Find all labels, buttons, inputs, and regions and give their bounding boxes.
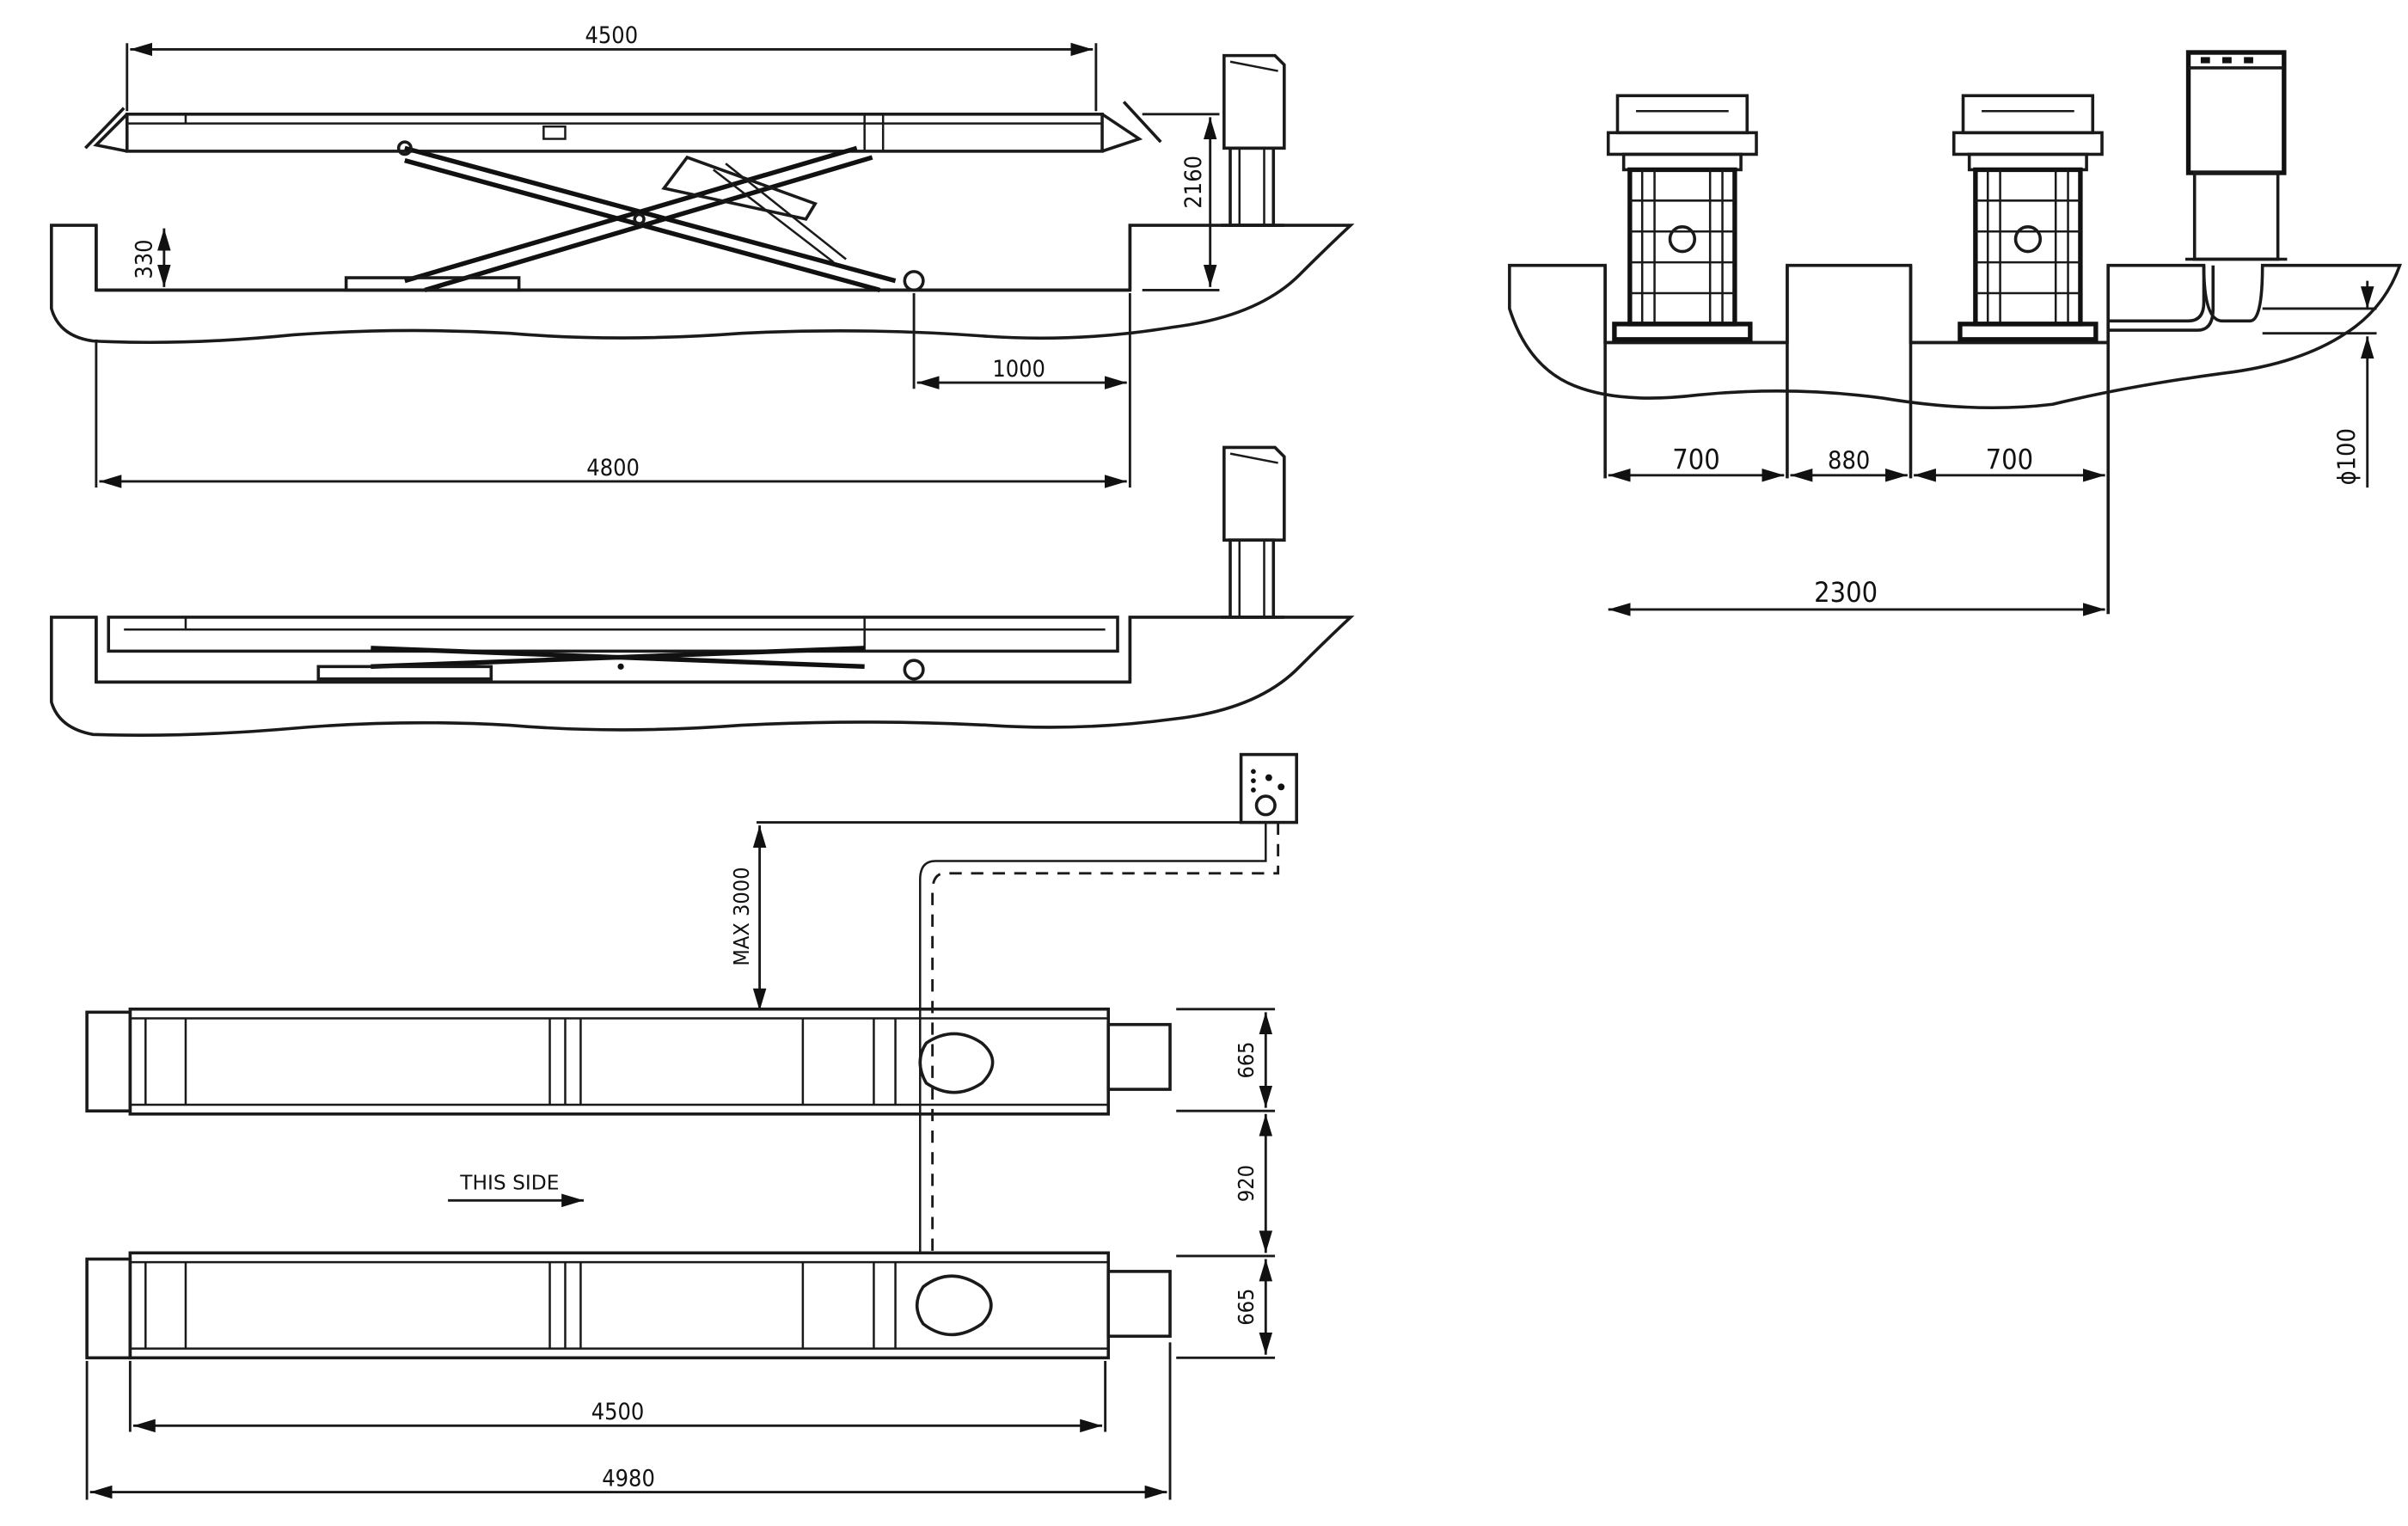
plan-view: MAX 3000 — [85, 752, 1298, 1500]
platform-lowered — [107, 616, 1119, 653]
dim-plan-platform-b: 665 — [1234, 1289, 1259, 1326]
scissor-arm-a — [404, 145, 897, 284]
lift-unit-right — [1952, 94, 2104, 342]
control-box-plan — [1239, 752, 1298, 824]
platform-b-plan — [85, 1251, 1172, 1360]
dim-front-pipe: ϕ100 — [2331, 428, 2361, 485]
ramp-right — [1101, 113, 1143, 153]
dim-side-height: 2160 — [1180, 156, 1207, 209]
pipe-route — [919, 822, 1267, 1253]
side-view-lowered — [50, 445, 1355, 737]
cable-outlet — [903, 270, 925, 292]
dim-plan-inner: 4500 — [591, 1399, 645, 1425]
control-console — [1221, 53, 1286, 227]
dim-side-top: 4500 — [585, 22, 639, 49]
control-box-front — [2184, 50, 2288, 261]
ground-section-lowered — [50, 616, 1355, 737]
front-view: 700 880 700 2300 ϕ100 — [1508, 50, 2402, 616]
control-console-lowered — [1221, 445, 1286, 619]
dim-side-cable: 1000 — [992, 356, 1045, 383]
dim-front-right: 700 — [1986, 444, 2033, 476]
platform-a-plan — [85, 1007, 1172, 1116]
ground-section-front — [1508, 263, 2402, 410]
dim-plan-platform-a: 665 — [1234, 1041, 1259, 1078]
dim-front-middle: 880 — [1828, 446, 1870, 475]
ramp-left — [93, 113, 129, 153]
dim-plan-outer: 4980 — [602, 1465, 655, 1492]
label-this-side: THIS SIDE — [459, 1171, 559, 1195]
hydraulic-cylinder — [661, 155, 818, 221]
side-view-raised: 4500 2160 330 1000 4800 — [50, 22, 1355, 488]
dim-side-pit: 330 — [131, 239, 157, 279]
dim-side-bottom: 4800 — [586, 455, 640, 481]
platform-top — [125, 113, 1104, 153]
base-frame — [344, 276, 521, 292]
dim-front-total: 2300 — [1814, 576, 1878, 609]
lift-unit-left — [1606, 94, 1758, 342]
scissor-arm-b — [404, 145, 858, 284]
dim-plan-gap: 920 — [1234, 1165, 1259, 1202]
dim-front-left: 700 — [1672, 444, 1719, 476]
ground-section — [50, 224, 1355, 345]
dim-plan-max: MAX 3000 — [729, 867, 754, 966]
